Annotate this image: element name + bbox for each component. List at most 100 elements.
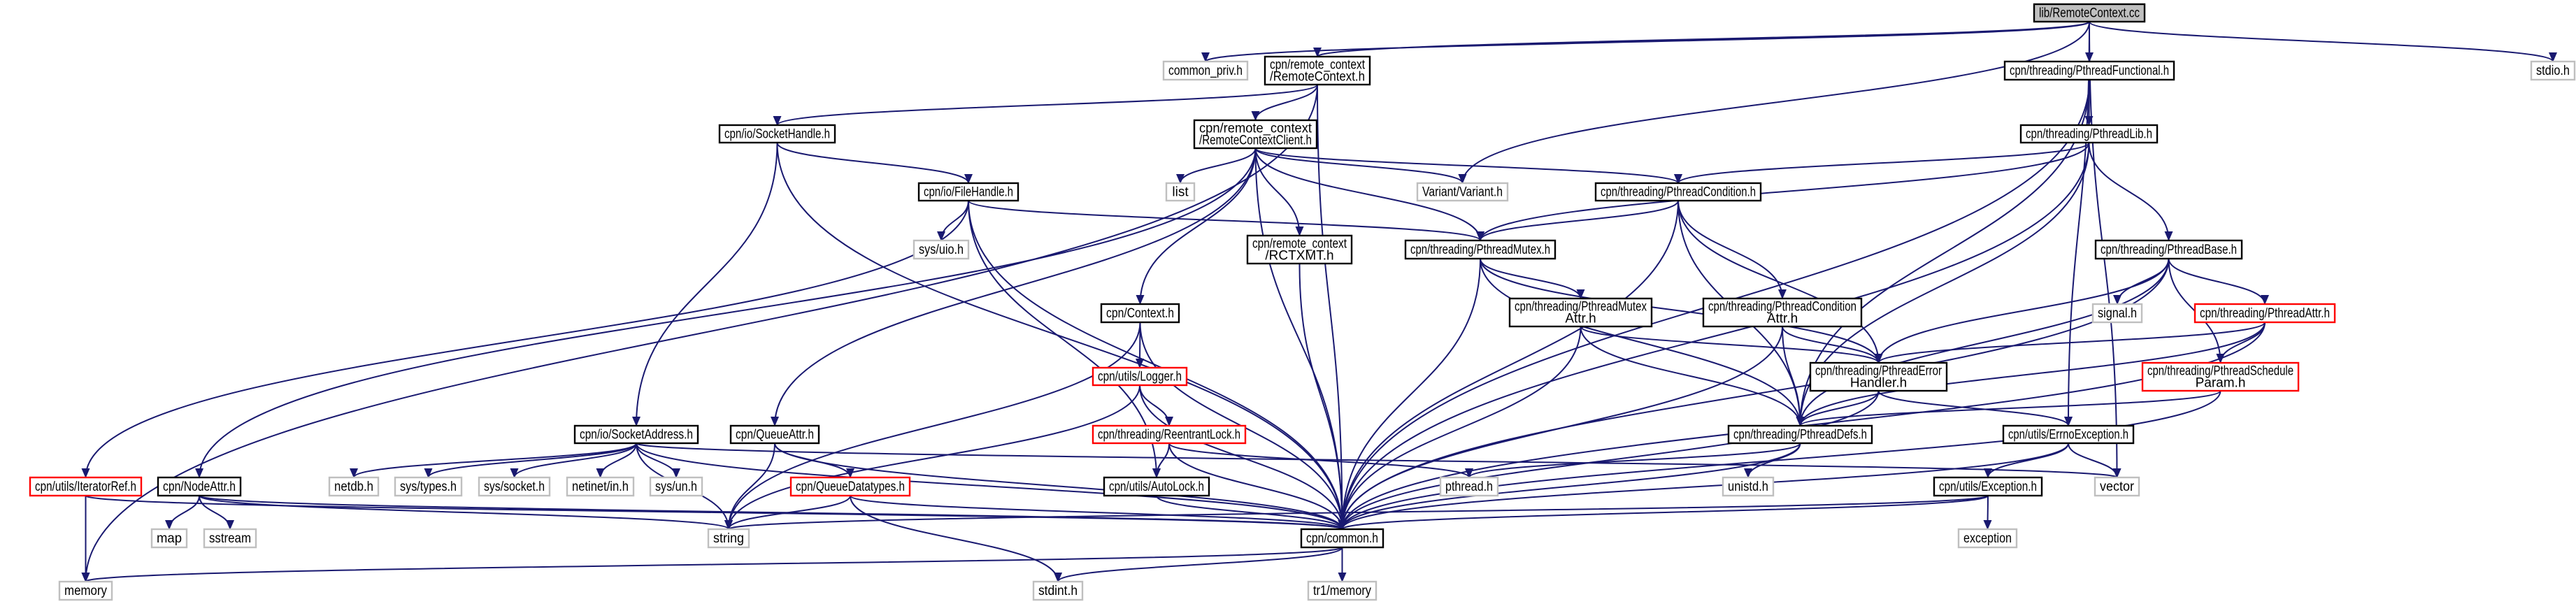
node-label: lib/RemoteContext.cc	[2039, 6, 2140, 21]
node-pattr[interactable]	[2194, 303, 2336, 324]
node-box	[1809, 361, 1948, 392]
node-label: cpn/remote_context	[1270, 58, 1366, 73]
node-box	[1933, 476, 2043, 497]
node-box	[150, 528, 188, 549]
node-label-group-root: lib/RemoteContext.cc	[2039, 6, 2140, 21]
node-box	[1193, 119, 1318, 150]
edge-queuedt-to-common	[850, 495, 1347, 530]
edge-root-to-rc_h	[1313, 21, 2090, 57]
node-pdefs[interactable]	[1727, 424, 1873, 445]
edge-rcc-to-context	[1136, 148, 1257, 305]
node-label-group-sysun: sys/un.h	[655, 480, 697, 494]
node-psched[interactable]	[2141, 361, 2300, 392]
edge-root-to-stdio	[2089, 21, 2557, 62]
node-label: cpn/threading/PthreadLib.h	[2026, 127, 2152, 142]
edge-root-to-errno	[2064, 21, 2090, 426]
edge-pmattr-to-common	[1338, 326, 1582, 530]
edge-pcond-to-pmutex	[1476, 200, 1679, 241]
node-context[interactable]	[1100, 303, 1180, 324]
node-queueattr[interactable]	[729, 424, 820, 445]
edge-queueattr-to-string	[724, 443, 775, 530]
node-pmattr[interactable]	[1508, 297, 1653, 328]
node-pcond[interactable]	[1594, 182, 1762, 202]
node-errno[interactable]	[2002, 424, 2135, 445]
edges-layer	[81, 21, 2557, 582]
node-label-group-pattr: cpn/threading/PthreadAttr.h	[2200, 306, 2330, 321]
node-plib[interactable]	[2019, 124, 2159, 144]
node-label-group-uio: sys/uio.h	[919, 243, 964, 257]
node-nodeattr[interactable]	[157, 476, 242, 497]
edge-nodeattr-to-string	[199, 495, 733, 530]
node-label: cpn/threading/PthreadCondition.h	[1601, 185, 1756, 200]
node-label: cpn/io/SocketHandle.h	[724, 127, 830, 142]
node-logger[interactable]	[1092, 366, 1188, 387]
node-box	[2003, 60, 2175, 81]
edge-perr-to-errno	[1877, 390, 2073, 426]
node-box	[566, 476, 635, 497]
node-box	[58, 580, 113, 601]
node-label: cpn/threading/ReentrantLock.h	[1098, 428, 1240, 443]
node-label: Attr.h	[1767, 312, 1798, 326]
edge-pattr-to-psched	[2216, 322, 2266, 364]
node-root[interactable]	[2033, 3, 2146, 23]
edge-sockaddr-to-netinet	[596, 443, 637, 478]
node-rcc[interactable]	[1193, 119, 1318, 150]
edge-rcc-to-variant	[1254, 148, 1467, 184]
node-rc-h[interactable]	[1264, 55, 1371, 86]
node-box	[2141, 361, 2300, 392]
edge-sockaddr-to-systypes	[424, 443, 637, 478]
edge-rcc-to-queueattr	[771, 148, 1257, 426]
node-label: sstream	[209, 531, 251, 546]
node-label: sys/types.h	[400, 480, 457, 494]
node-pfunc[interactable]	[2003, 60, 2175, 81]
node-iterref[interactable]	[29, 476, 143, 497]
node-label: cpn/NodeAttr.h	[163, 480, 236, 494]
node-label: exception	[1963, 531, 2012, 546]
node-fileh[interactable]	[917, 182, 1019, 202]
edge-autolock-to-common	[1156, 495, 1347, 530]
node-reentrant[interactable]	[1092, 424, 1247, 445]
node-label: stdint.h	[1038, 584, 1078, 598]
node-netdb	[328, 476, 380, 497]
node-rctxmt[interactable]	[1246, 234, 1353, 265]
node-pcattr[interactable]	[1702, 297, 1863, 328]
edge-rc_h-to-memory	[81, 84, 1318, 582]
node-label-group-signal: signal.h	[2098, 306, 2137, 321]
node-common[interactable]	[1300, 528, 1384, 549]
edge-fileh-to-uio	[937, 200, 969, 241]
node-label-group-rctxmt: cpn/remote_context/RCTXMT.h	[1252, 237, 1347, 264]
edge-psched-to-common	[1338, 390, 2221, 530]
node-netinet	[566, 476, 635, 497]
node-label: unistd.h	[1728, 480, 1768, 494]
node-box	[1702, 297, 1863, 328]
node-autolock[interactable]	[1103, 476, 1210, 497]
node-label: Handler.h	[1850, 376, 1907, 391]
node-label-group-queuedt: cpn/QueueDatatypes.h	[796, 480, 905, 494]
edge-rcc-to-nodeattr	[195, 148, 1257, 478]
node-sockh[interactable]	[718, 124, 836, 144]
node-sockaddr[interactable]	[573, 424, 699, 445]
node-pbase[interactable]	[2094, 239, 2243, 260]
node-label: cpn/Context.h	[1106, 306, 1174, 321]
node-perr[interactable]	[1809, 361, 1948, 392]
edge-rcc-to-common	[1254, 148, 1347, 530]
edge-nodeattr-to-common	[199, 495, 1346, 530]
node-box	[1300, 528, 1384, 549]
node-queuedt[interactable]	[789, 476, 911, 497]
node-label-group-fileh: cpn/io/FileHandle.h	[924, 185, 1013, 200]
edge-pdefs-to-pthread	[1465, 443, 1801, 478]
node-label-group-unistd: unistd.h	[1728, 480, 1768, 494]
node-uio	[913, 239, 970, 260]
node-label: cpn/threading/PthreadError	[1815, 364, 1942, 379]
node-exception-h[interactable]	[1933, 476, 2043, 497]
node-pmutex[interactable]	[1404, 239, 1557, 260]
node-box	[328, 476, 380, 497]
edge-pbase-to-pdefs	[1796, 258, 2170, 426]
edge-sockaddr-to-syssocket	[510, 443, 637, 478]
edge-reentrant-to-pthread	[1168, 443, 1473, 478]
node-memory	[58, 580, 113, 601]
node-label: cpn/utils/Exception.h	[1939, 480, 2037, 494]
edge-common-to-stdint	[1054, 547, 1343, 582]
node-box	[649, 476, 703, 497]
